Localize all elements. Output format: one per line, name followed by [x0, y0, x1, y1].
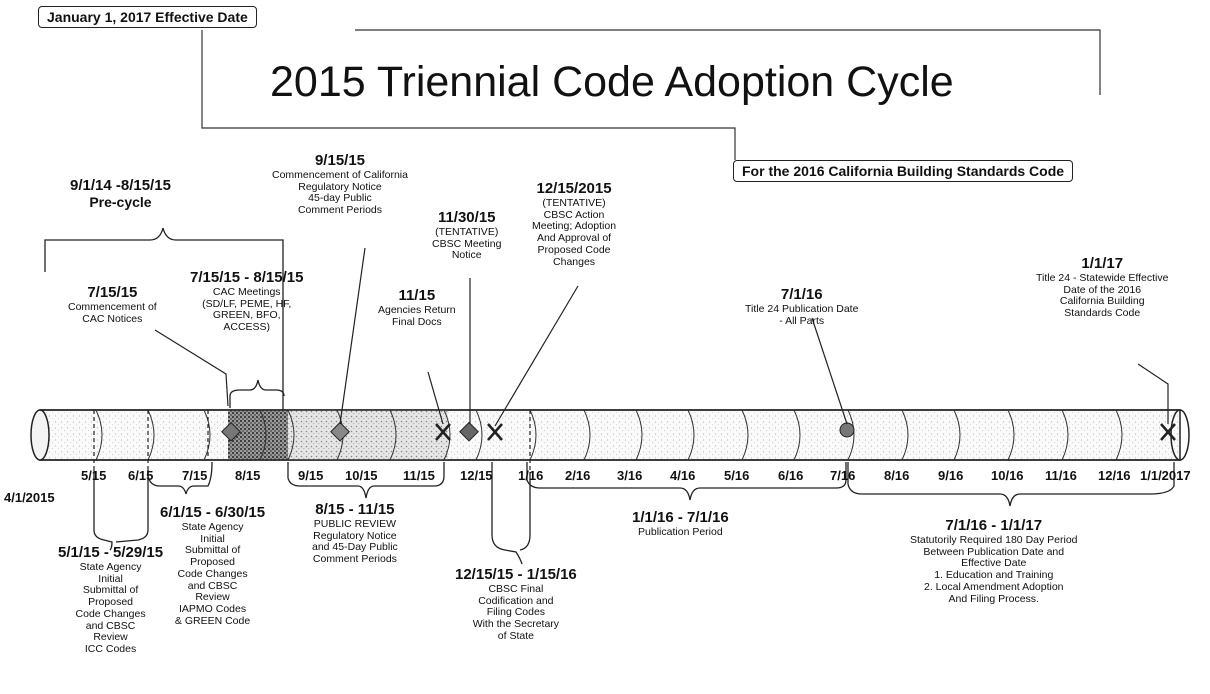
month-tick-label: 7/16 [830, 468, 856, 483]
meeting-notice-label: 11/30/15 (TENTATIVE) CBSC Meeting Notice [432, 209, 502, 262]
month-tick-label: 3/16 [617, 468, 643, 483]
month-tick-label: 5/15 [81, 468, 107, 483]
public-review-bracket [287, 462, 445, 499]
month-tick-label: 8/16 [884, 468, 910, 483]
month-tick-label: 10/16 [991, 468, 1024, 483]
month-tick-label: 12/15 [460, 468, 493, 483]
precycle-brace [44, 227, 284, 410]
publication-date-label: 7/1/16 Title 24 Publication Date - All P… [745, 286, 859, 327]
precycle-label: 9/1/14 -8/15/15 Pre-cycle [70, 177, 171, 210]
public-review-label: 8/15 - 11/15 PUBLIC REVIEW Regulatory No… [312, 501, 398, 566]
cac-meetings-label: 7/15/15 - 8/15/15 CAC Meetings (SD/LF, P… [190, 269, 304, 334]
month-tick-label: 4/16 [670, 468, 696, 483]
header-connector [201, 29, 1101, 160]
month-tick-label: 9/15 [298, 468, 324, 483]
statewide-effective-label: 1/1/17 Title 24 - Statewide Effective Da… [1036, 255, 1169, 320]
timeline-cylinder [30, 409, 1190, 470]
x-marker-icon [487, 423, 503, 441]
x-marker-icon [1160, 423, 1176, 441]
x-marker-icon [435, 423, 451, 441]
codification-bracket [491, 462, 531, 565]
subtitle-box: For the 2016 California Building Standar… [733, 160, 1074, 182]
reg-notice-label: 9/15/15 Commencement of California Regul… [272, 152, 408, 217]
month-tick-label: 5/16 [724, 468, 750, 483]
timeline-start-label: 4/1/2015 [4, 490, 55, 505]
timeline-end-label: 1/1/2017 [1140, 468, 1191, 483]
month-tick-label: 6/15 [128, 468, 154, 483]
month-tick-label: 6/16 [778, 468, 804, 483]
iapmo-bracket [147, 461, 213, 495]
statutory-period-label: 7/1/16 - 1/1/17 Statutorily Required 180… [910, 517, 1078, 605]
cac-meetings-brace [229, 379, 285, 408]
publication-bracket [526, 462, 847, 501]
iapmo-submittal-label: 6/1/15 - 6/30/15 State Agency Initial Su… [160, 504, 266, 627]
page-title: 2015 Triennial Code Adoption Cycle [270, 58, 954, 106]
month-tick-label: 11/15 [403, 468, 435, 483]
agencies-return-label: 11/15 Agencies Return Final Docs [378, 287, 456, 328]
statutory-bracket [847, 462, 1175, 507]
month-tick-label: 10/15 [345, 468, 378, 483]
month-tick-label: 11/16 [1045, 468, 1077, 483]
month-tick-label: 9/16 [938, 468, 964, 483]
circle-marker-icon [839, 422, 855, 438]
month-tick-label: 12/16 [1098, 468, 1131, 483]
month-tick-label: 1/16 [518, 468, 544, 483]
icc-submittal-label: 5/1/15 - 5/29/15 State Agency Initial Su… [58, 544, 164, 656]
icc-bracket [93, 470, 149, 551]
publication-period-label: 1/1/16 - 7/1/16 Publication Period [632, 509, 729, 538]
month-tick-label: 2/16 [565, 468, 591, 483]
diamond-marker-icon [330, 421, 350, 442]
diamond-marker-icon [221, 421, 241, 442]
month-tick-label: 7/15 [182, 468, 208, 483]
month-tick-label: 8/15 [235, 468, 261, 483]
cac-notices-label: 7/15/15 Commencement of CAC Notices [68, 284, 157, 325]
effective-date-box: January 1, 2017 Effective Date [38, 6, 257, 28]
diamond-marker-icon [459, 421, 479, 442]
codification-label: 12/15/15 - 1/15/16 CBSC Final Codificati… [455, 566, 577, 642]
action-meeting-label: 12/15/2015 (TENTATIVE) CBSC Action Meeti… [532, 180, 617, 268]
